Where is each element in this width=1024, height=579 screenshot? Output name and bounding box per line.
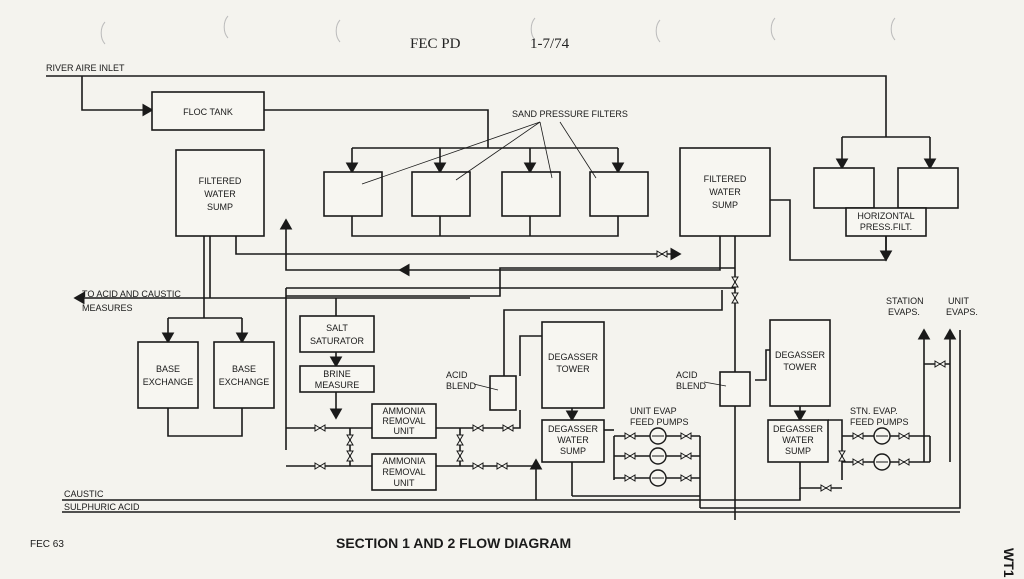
ammonia-removal-1-box [371,403,437,439]
filtered-sump-2-line3: SUMP [712,200,738,210]
side-code: WT1 [1001,548,1017,578]
acid-blend-2-line2: BLEND [676,381,707,391]
filtered-sump-2-line1: FILTERED [704,174,747,184]
filtered-sump-1-line3: SUMP [207,202,233,212]
ammonia-removal-1-line1: AMMONIA [382,406,425,416]
degasser-sump-1-box [541,419,605,463]
degasser-tower-2-line1: DEGASSER [775,350,826,360]
unit-evap-feed-pumps [649,427,667,487]
binder-holes [100,15,896,45]
brine-measure-box [299,365,375,393]
ammonia-removal-2-line1: AMMONIA [382,456,425,466]
degasser-tower-1-box [541,321,605,409]
degasser-sump-1-line1: DEGASSER [548,424,599,434]
acid-blend-1-box [489,375,517,411]
ammonia-removal-2-line2: REMOVAL [382,467,425,477]
unit-evap-pumps-line1: UNIT EVAP [630,406,677,416]
sulphuric-label: SULPHURIC ACID [64,502,140,512]
base-exchange-1-box [137,341,199,409]
footer-code: FEC 63 [30,539,64,550]
stn-evap-feed-pumps [873,427,891,471]
salt-saturator-box [299,315,375,353]
base-exchange-1-line1: BASE [156,364,180,374]
river-inlet-label: RIVER AIRE INLET [46,63,125,73]
unit-evaps-line1: UNIT [948,296,969,306]
horizontal-filter-2 [897,167,959,209]
degasser-tower-2-box [769,319,831,407]
filtered-sump-1-box [175,149,265,237]
acid-blend-2-box [719,371,751,407]
filtered-sump-1-line2: WATER [204,189,236,199]
horizontal-label-1: HORIZONTAL [857,211,914,221]
unit-evap-pumps-line2: FEED PUMPS [630,417,689,427]
station-evaps-line1: STATION [886,296,924,306]
degasser-sump-2-line1: DEGASSER [773,424,824,434]
salt-saturator-line2: SATURATOR [310,336,365,346]
acid-blend-2-leader [703,381,727,387]
acid-blend-1-line2: BLEND [446,381,477,391]
horizontal-filter-label-box [845,207,927,237]
base-exchange-2-box [213,341,275,409]
base-exchange-2-line2: EXCHANGE [219,377,270,387]
ammonia-removal-1-line2: REMOVAL [382,416,425,426]
unit-evaps-line2: EVAPS. [946,307,978,317]
ammonia-removal-2-box [371,453,437,491]
base-exchange-1-line2: EXCHANGE [143,377,194,387]
degasser-sump-2-line3: SUMP [785,446,811,456]
degasser-tower-1-line1: DEGASSER [548,352,599,362]
horizontal-filter-1 [813,167,875,209]
acid-blend-2-line1: ACID [676,370,698,380]
sand-filter-2 [411,171,471,217]
caustic-label: CAUSTIC [64,489,104,499]
base-exchange-2-line1: BASE [232,364,256,374]
filtered-sump-1-line1: FILTERED [199,176,242,186]
floc-tank-label: FLOC TANK [183,107,233,117]
header-ref: FEC PD [410,36,461,52]
degasser-sump-2-line2: WATER [782,435,814,445]
sand-filter-4 [589,171,649,217]
header-date: 1-7/74 [530,36,570,52]
ammonia-removal-2-line3: UNIT [394,478,415,488]
degasser-sump-2-box [767,419,829,463]
brine-measure-line2: MEASURE [315,380,360,390]
station-evaps-line2: EVAPS. [888,307,920,317]
floc-tank-box [151,91,265,131]
degasser-sump-1-line3: SUMP [560,446,586,456]
horizontal-label-2: PRESS.FILT. [860,222,912,232]
to-acid-line2: MEASURES [82,303,133,313]
acid-blend-1-line1: ACID [446,370,468,380]
stn-evap-pumps-line2: FEED PUMPS [850,417,909,427]
diagram-title: SECTION 1 AND 2 FLOW DIAGRAM [336,535,571,551]
sand-filters-label: SAND PRESSURE FILTERS [512,109,628,119]
sand-filter-1 [323,171,383,217]
stn-evap-pumps-line1: STN. EVAP. [850,406,898,416]
to-acid-line1: TO ACID AND CAUSTIC [82,289,181,299]
ammonia-removal-1-line3: UNIT [394,426,415,436]
filtered-sump-2-box [679,147,771,237]
degasser-tower-2-line2: TOWER [783,362,817,372]
acid-blend-1-leader [473,383,499,391]
degasser-sump-1-line2: WATER [557,435,589,445]
filtered-sump-2-line2: WATER [709,187,741,197]
degasser-tower-1-line2: TOWER [556,364,590,374]
salt-saturator-line1: SALT [326,323,348,333]
sand-filter-3 [501,171,561,217]
brine-measure-line1: BRINE [323,369,351,379]
sand-filter-leaders [361,121,597,185]
